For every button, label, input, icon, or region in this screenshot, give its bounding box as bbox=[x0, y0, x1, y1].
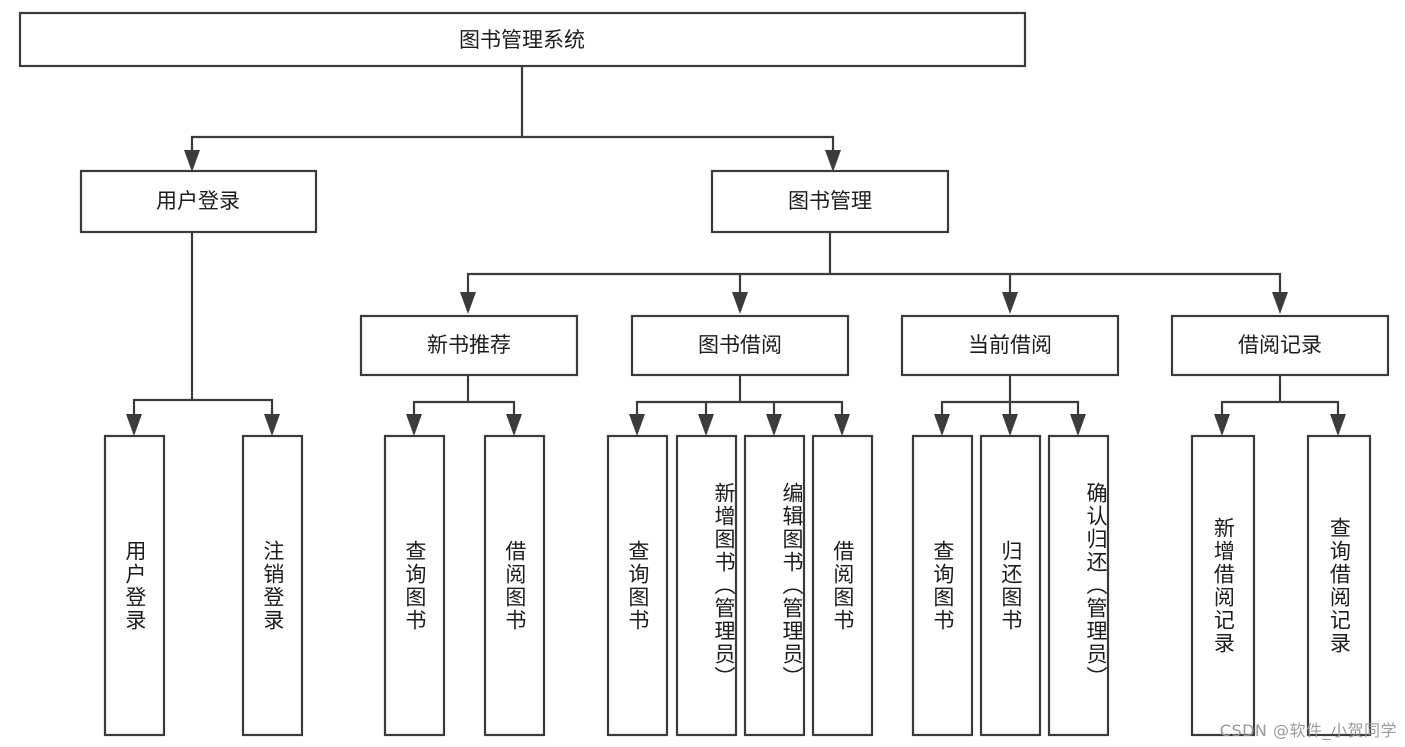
arrow-icon bbox=[460, 292, 476, 314]
node-box[interactable] bbox=[18, 11, 1027, 68]
leaf-box[interactable] bbox=[483, 434, 546, 737]
arrow-icon bbox=[1330, 414, 1346, 436]
node-label: 图书管理 bbox=[788, 189, 872, 213]
leaf-box[interactable] bbox=[1190, 434, 1256, 737]
arrow-icon bbox=[1214, 414, 1230, 436]
node-current-borrow[interactable]: 当前借阅 bbox=[900, 314, 1120, 377]
leaf-box[interactable] bbox=[1047, 434, 1110, 737]
node-new-book-recommend[interactable]: 新书推荐 bbox=[359, 314, 579, 377]
connector-user-login-to-leaves bbox=[126, 230, 280, 436]
node-label: 图书管理系统 bbox=[459, 28, 585, 52]
arrow-icon bbox=[1272, 292, 1288, 314]
node-box[interactable] bbox=[900, 314, 1120, 377]
node-box[interactable] bbox=[79, 169, 318, 234]
arrow-icon bbox=[698, 414, 714, 436]
node-root-book-management-system[interactable]: 图书管理系统 bbox=[18, 11, 1027, 68]
leaf-box[interactable] bbox=[383, 434, 446, 737]
node-box[interactable] bbox=[630, 314, 850, 377]
leaf-box[interactable] bbox=[1306, 434, 1372, 737]
watermark: CSDN @软件_小贺同学 bbox=[1219, 721, 1397, 740]
arrow-icon bbox=[1070, 414, 1086, 436]
connector-new-book-to-leaves bbox=[406, 373, 522, 436]
node-label: 当前借阅 bbox=[968, 333, 1052, 357]
node-box[interactable] bbox=[1170, 314, 1390, 377]
node-book-borrow[interactable]: 图书借阅 bbox=[630, 314, 850, 377]
leaf-box[interactable] bbox=[606, 434, 669, 737]
arrow-icon bbox=[934, 414, 950, 436]
arrow-icon bbox=[732, 292, 748, 314]
leaf-box[interactable] bbox=[241, 434, 304, 737]
leaf-box[interactable] bbox=[979, 434, 1042, 737]
arrow-icon bbox=[126, 414, 142, 436]
arrow-icon bbox=[264, 414, 280, 436]
connector-root-to-level2 bbox=[184, 64, 841, 172]
leaf-boxes-group bbox=[103, 434, 1372, 737]
connector-current-borrow-to-leaves bbox=[934, 373, 1086, 436]
node-label: 用户登录 bbox=[156, 189, 240, 213]
node-borrow-record[interactable]: 借阅记录 bbox=[1170, 314, 1390, 377]
node-book-management[interactable]: 图书管理 bbox=[710, 169, 950, 234]
node-box[interactable] bbox=[710, 169, 950, 234]
node-label: 新书推荐 bbox=[427, 333, 511, 357]
arrow-icon bbox=[825, 150, 841, 172]
connector-book-mgmt-to-level3 bbox=[460, 230, 1288, 314]
connector-book-borrow-to-leaves bbox=[629, 373, 850, 436]
arrow-icon bbox=[629, 414, 645, 436]
node-label: 借阅记录 bbox=[1238, 333, 1322, 357]
node-label: 图书借阅 bbox=[698, 333, 782, 357]
arrow-icon bbox=[506, 414, 522, 436]
arrow-icon bbox=[406, 414, 422, 436]
leaf-box[interactable] bbox=[743, 434, 806, 737]
leaf-box[interactable] bbox=[675, 434, 738, 737]
connector-borrow-record-to-leaves bbox=[1214, 373, 1346, 436]
arrow-icon bbox=[1002, 414, 1018, 436]
arrow-icon bbox=[766, 414, 782, 436]
leaf-box[interactable] bbox=[911, 434, 974, 737]
node-user-login[interactable]: 用户登录 bbox=[79, 169, 318, 234]
leaf-box[interactable] bbox=[811, 434, 874, 737]
arrow-icon bbox=[184, 150, 200, 172]
arrow-icon bbox=[834, 414, 850, 436]
arrow-icon bbox=[1002, 292, 1018, 314]
leaf-box[interactable] bbox=[103, 434, 166, 737]
node-box[interactable] bbox=[359, 314, 579, 377]
